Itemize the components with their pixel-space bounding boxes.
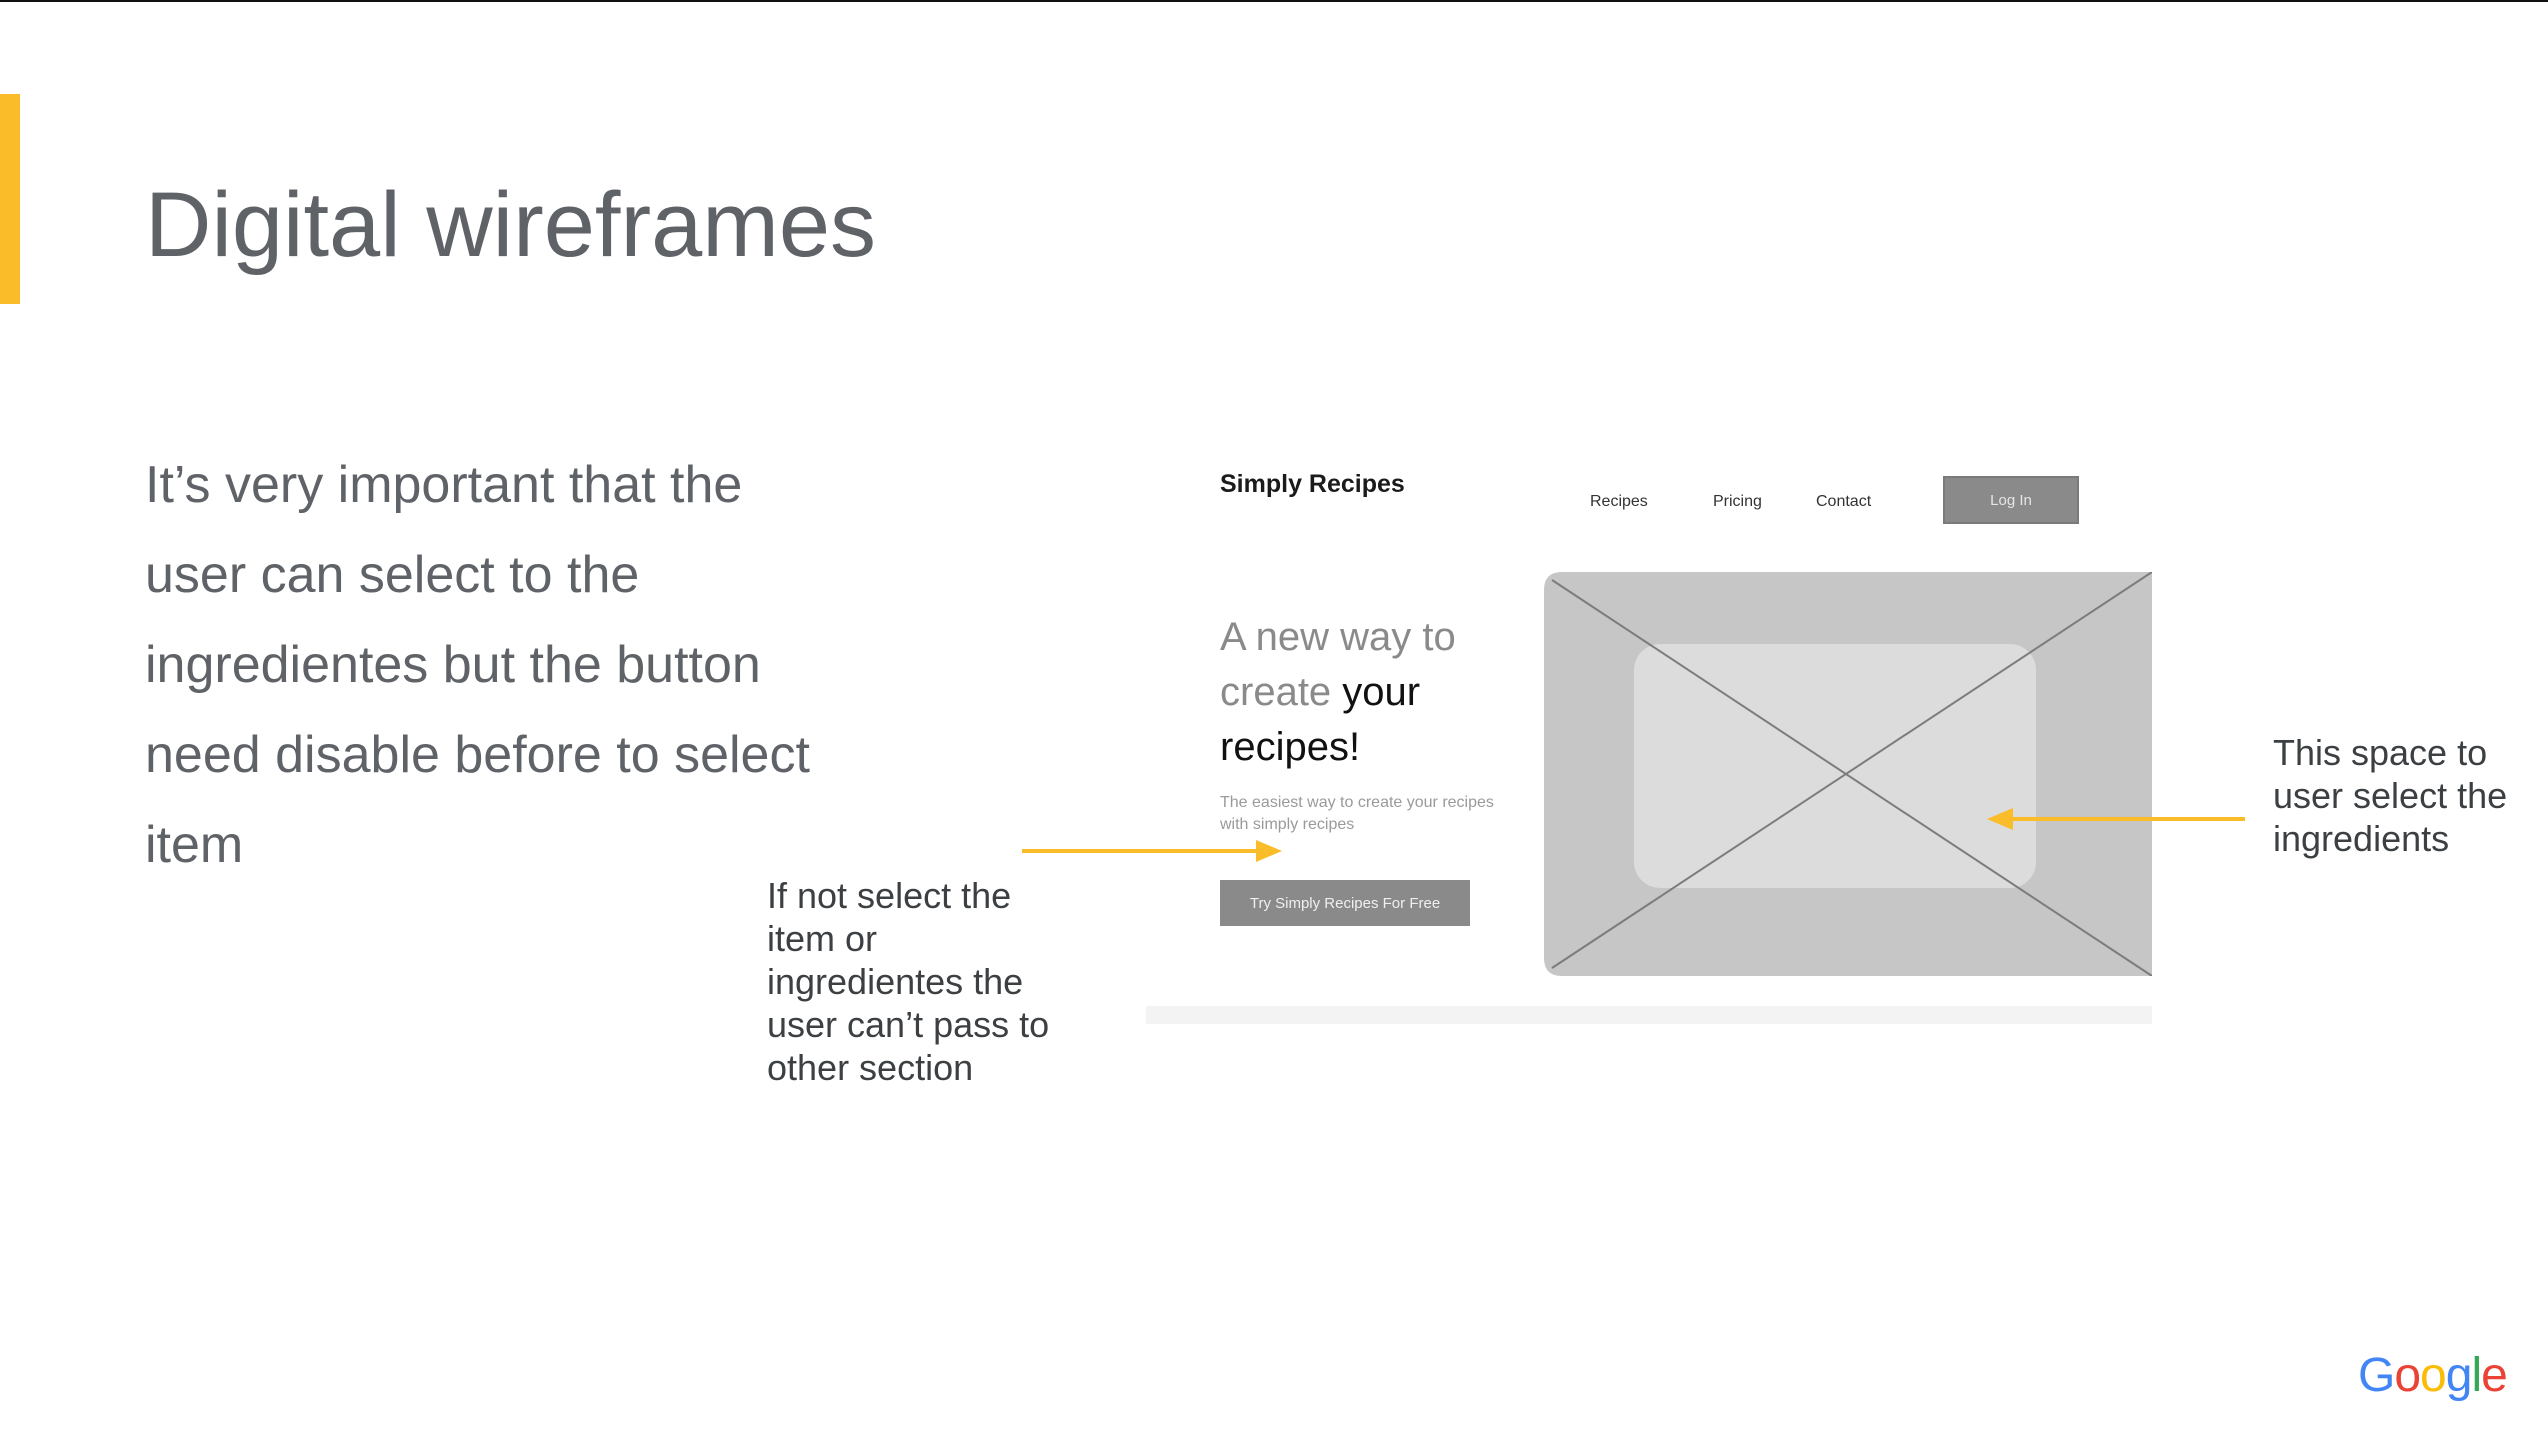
placeholder-cross-line-2 [1551,572,2152,969]
nav-link-contact[interactable]: Contact [1816,493,1872,510]
slide-title: Digital wireframes [145,174,877,276]
note-right: This space to user select the ingredient… [2273,732,2508,859]
image-placeholder-icon[interactable] [1544,572,2152,976]
try-free-button[interactable]: Try Simply Recipes For Free [1220,880,1470,926]
google-logo-letter: G [2358,1349,2395,1402]
wireframe-subheadline: The easiest way to create your recipes w… [1220,794,1494,833]
wireframe-logo: Simply Recipes [1220,470,1405,498]
google-logo-letter: o [2420,1349,2447,1402]
google-logo-letter: g [2445,1349,2473,1402]
placeholder-cross-line-1 [1551,579,2152,976]
google-logo-letter: o [2394,1349,2421,1402]
wireframe-mockup: Simply Recipes Recipes Pricing Contact L… [1146,450,2152,1030]
body-text: It’s very important that the user can se… [145,456,810,874]
arrow-right-icon [1022,840,1282,862]
google-logo-letter: l [2471,1349,2482,1402]
google-logo-letter: e [2481,1349,2508,1402]
nav-link-pricing[interactable]: Pricing [1713,493,1762,510]
headline-light-text: A new way to create [1220,615,1456,714]
wireframe-headline: A new way to create your recipes! [1220,610,1540,775]
nav-link-recipes[interactable]: Recipes [1590,493,1648,510]
note-left: If not select the item or ingredientes t… [767,875,1050,1088]
login-button[interactable]: Log In [1943,476,2079,524]
accent-bar [0,94,20,304]
wireframe-bottom-shade [1146,1006,2152,1024]
arrow-left-icon [1987,808,2245,830]
top-rule [0,0,2548,2]
headline-bold-text: your recipes! [1220,670,1421,769]
google-logo: Google [2358,1348,2508,1403]
